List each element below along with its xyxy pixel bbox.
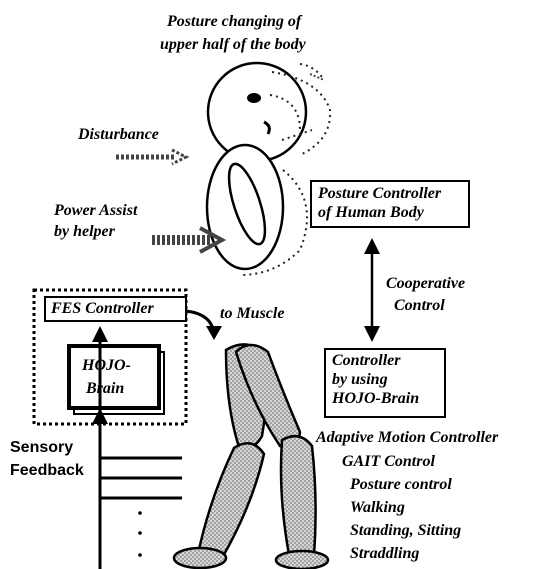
right-foot bbox=[276, 551, 328, 569]
control-label: Control bbox=[394, 296, 445, 315]
straddling-label: Straddling bbox=[350, 544, 419, 563]
sensor-lines bbox=[100, 458, 182, 498]
hojo-controller-line3: HOJO-Brain bbox=[332, 389, 438, 408]
walking-label: Walking bbox=[350, 498, 405, 517]
gait-label: GAIT Control bbox=[342, 452, 435, 471]
hojo-brain-line1: HOJO- bbox=[82, 356, 131, 375]
disturbance-arrow-head bbox=[172, 150, 186, 164]
cooperative-arrow-top bbox=[364, 238, 380, 254]
to-muscle-label: to Muscle bbox=[220, 304, 284, 323]
right-shin bbox=[281, 436, 316, 562]
cooperative-arrow-bottom bbox=[364, 326, 380, 342]
adaptive-label: Adaptive Motion Controller bbox=[316, 428, 498, 447]
to-muscle-arrow-head bbox=[206, 326, 222, 340]
torso-shape bbox=[207, 145, 283, 269]
posture-controller-box: Posture Controller of Human Body bbox=[310, 180, 470, 228]
sensor-dots bbox=[138, 511, 142, 557]
hojo-brain-line2: Brain bbox=[86, 379, 124, 398]
motion-arrow bbox=[310, 74, 324, 80]
posture-control-label: Posture control bbox=[350, 475, 452, 494]
upper-half-label: upper half of the body bbox=[160, 35, 306, 54]
upper-body-figure bbox=[207, 63, 330, 275]
feedback-label: Feedback bbox=[10, 461, 84, 480]
sensory-label: Sensory bbox=[10, 438, 73, 457]
cooperative-label: Cooperative bbox=[386, 274, 465, 293]
hojo-controller-box: Controller by using HOJO-Brain bbox=[324, 348, 446, 418]
left-foot bbox=[174, 548, 226, 568]
disturbance-label: Disturbance bbox=[78, 125, 159, 144]
eye-shape bbox=[247, 93, 261, 103]
fes-controller-label: FES Controller bbox=[51, 300, 154, 317]
by-helper-label: by helper bbox=[54, 222, 115, 241]
posture-controller-line2: of Human Body bbox=[318, 203, 462, 222]
hojo-controller-line1: Controller bbox=[332, 351, 438, 370]
legs-figure bbox=[174, 344, 328, 569]
standing-label: Standing, Sitting bbox=[350, 521, 461, 540]
fes-controller-box: FES Controller bbox=[44, 296, 187, 322]
power-assist-label: Power Assist bbox=[54, 201, 137, 220]
head-shape bbox=[208, 63, 306, 161]
hojo-controller-line2: by using bbox=[332, 370, 438, 389]
left-shin bbox=[198, 443, 264, 561]
posture-changing-label: Posture changing of bbox=[167, 12, 301, 31]
posture-controller-line1: Posture Controller bbox=[318, 184, 462, 203]
